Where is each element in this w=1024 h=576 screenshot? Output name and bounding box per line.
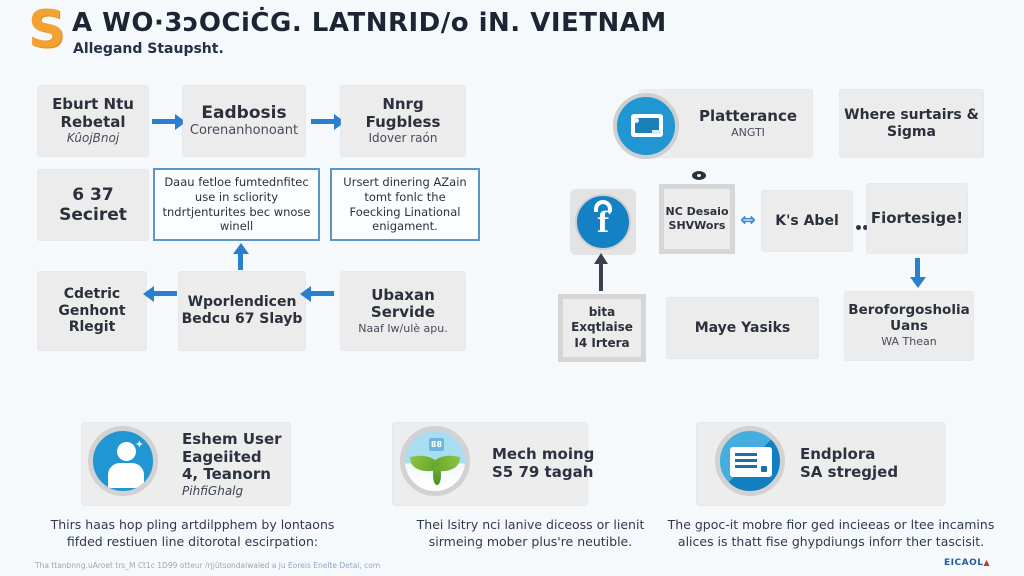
caption-line: alices is thatt fise ghypdiungs inforr t…	[677, 533, 985, 549]
box-title: Nnrg Fugbless	[365, 95, 441, 131]
flow-box-bita: bita Exqtlaise I4 Irtera	[558, 294, 646, 362]
page-subtitle: Allegand Staupsht.	[73, 41, 224, 57]
caption-text: The gpoc-it mobre fior ged incieeas or l…	[648, 517, 1014, 551]
card-line: 4, Teanorn	[182, 465, 271, 484]
flow-box-ubaxan: Ubaxan Servide Naaf Iw/ulè apu.	[341, 272, 465, 350]
flow-box-where: Where surtairs & Sigma	[840, 90, 983, 157]
arrow-right-icon	[311, 119, 335, 124]
brand-logo: S	[28, 0, 66, 60]
box-title: Ubaxan Servide	[370, 285, 436, 322]
caption-line: fifded restiuen line ditorotal escirpati…	[66, 533, 319, 549]
flow-note-box: Ursert dinering AZain tomt fonlc the Foe…	[330, 168, 480, 241]
card-line: Eshem User	[182, 430, 282, 448]
double-arrow-icon: ⇔	[740, 209, 756, 231]
box-title: 6 37 Seciret	[59, 184, 127, 225]
tv-screen-shape	[631, 114, 663, 137]
caption-line: Thirs haas hop pling artdilpphem by lont…	[50, 517, 335, 532]
flow-box-nc-desaio: NC Desaio SHVWors	[659, 184, 735, 254]
card-text: Endplora SA stregjed	[800, 445, 899, 481]
box-subtitle: Naaf Iw/ulè apu.	[358, 322, 448, 336]
note-text: Daau fetloe fumtednfitec use in scliorit…	[162, 174, 311, 234]
caption-line: sirmeing mober plus're neutible.	[428, 533, 633, 549]
box-title: Eadbosis	[201, 103, 287, 124]
caption-line: Thei lsitry nci lanive diceoss or lienit	[416, 517, 645, 532]
arrow-right-icon	[152, 119, 176, 124]
flow-box-seciret: 6 37 Seciret	[38, 170, 148, 240]
box-title: Platterance	[698, 107, 798, 126]
flow-box-ks-abel: K's Abel	[762, 191, 852, 251]
flow-box-fugbless: Nnrg Fugbless Idover raón	[341, 86, 465, 156]
card-line: Eageiited	[182, 447, 262, 466]
arrow-down-icon	[915, 258, 920, 278]
box-subtitle: WA Thean	[881, 335, 937, 349]
footer-credits: Tha ttanbnng.uAroet trs_M Ct1c 1D99 otte…	[35, 561, 380, 570]
user-icon: ✦	[88, 426, 158, 496]
arrow-left-icon	[153, 291, 177, 296]
arrow-left-icon	[310, 291, 334, 296]
card-line: Endplora	[800, 445, 876, 463]
caption-text: Thei lsitry nci lanive diceoss or lienit…	[368, 517, 693, 551]
box-title: Where surtairs & Sigma	[844, 106, 979, 140]
flow-box-eadbosis: Eadbosis Corenanhonoant	[183, 86, 305, 156]
footer-brand-mark-icon: ▲	[983, 558, 991, 567]
flow-box-maye: Maye Yasiks	[667, 298, 818, 358]
box-title: bita Exqtlaise I4 Irtera	[571, 304, 633, 350]
mail-card-icon	[715, 426, 785, 496]
arrow-up-icon	[238, 253, 243, 270]
tv-icon	[613, 93, 679, 159]
card-subtitle: PihfiGhalg	[182, 484, 244, 499]
card-line: SA stregjed	[800, 462, 899, 481]
flow-box-wporlendicen: Wporlendicen Bedcu 67 Slayb	[179, 272, 305, 350]
footer-brand-text: EICAOL	[944, 558, 984, 568]
page-title: A WO·3ɔOCiĊG. LATNRID/o iN. VIETNAM	[72, 8, 667, 38]
footer-link: ju Eoreis Enelte Detai, com	[278, 561, 381, 570]
footer-brand: EICAOL▲	[944, 558, 990, 568]
box-title: NC Desaio SHVWors	[665, 204, 729, 232]
caption-line: The gpoc-it mobre fior ged incieeas or l…	[667, 517, 995, 532]
box-subtitle: KûojBnoj	[66, 131, 120, 146]
lock-shackle-icon	[594, 200, 612, 212]
facebook-icon: f	[570, 189, 636, 255]
box-title: Eburt Ntu Rebetal	[52, 95, 134, 131]
box-title: Cdetric Genhont Rlegit	[58, 286, 126, 336]
box-title: Wporlendicen Bedcu 67 Slayb	[181, 294, 303, 327]
box-subtitle: Corenanhonoant	[189, 123, 299, 139]
card-line: S5 79 tagah	[492, 462, 594, 481]
flow-box-bero: Beroforgosholia Uans WA Thean	[845, 292, 973, 360]
caption-text: Thirs haas hop pling artdilpphem by lont…	[25, 517, 360, 551]
note-text: Ursert dinering AZain tomt fonlc the Foe…	[343, 174, 467, 234]
box-title: Maye Yasiks	[694, 319, 791, 336]
flow-box-eburt: Eburt Ntu Rebetal KûojBnoj	[38, 86, 148, 156]
arrow-up-dark-icon	[599, 263, 603, 291]
link-dots-icon	[856, 215, 870, 234]
sprout-icon: 88	[400, 426, 470, 496]
flow-box-fiortesige: Fiortesige!	[867, 184, 967, 253]
card-text: Mech moing S5 79 tagah	[492, 445, 595, 481]
box-title: K's Abel	[775, 212, 839, 229]
box-title: Beroforgosholia Uans	[848, 302, 970, 335]
eye-icon	[692, 171, 706, 180]
footer-text: Tha ttanbnng.uAroet trs_M Ct1c 1D99 otte…	[35, 561, 279, 570]
card-line: Mech moing	[492, 445, 595, 463]
card-text: Eshem User Eageiited 4, Teanorn PihfiGha…	[182, 430, 282, 499]
flow-box-cdetric: Cdetric Genhont Rlegit	[38, 272, 146, 350]
box-title: Fiortesige!	[870, 208, 964, 227]
box-subtitle: Idover raón	[368, 131, 438, 146]
box-subtitle: ANGTI	[731, 125, 765, 139]
flow-note-box: Daau fetloe fumtednfitec use in scliorit…	[153, 168, 320, 241]
